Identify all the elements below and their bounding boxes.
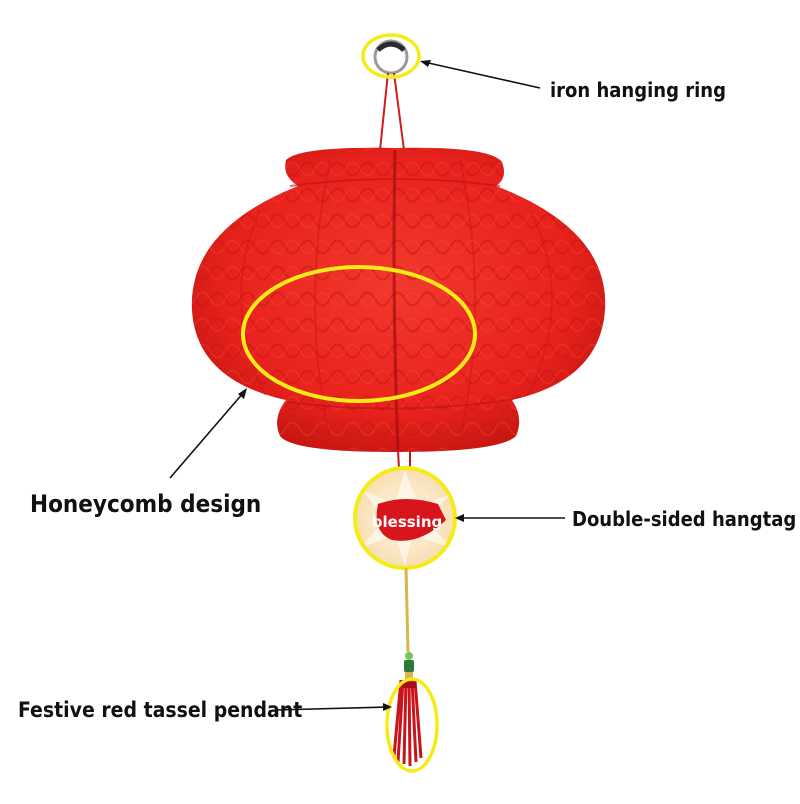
honeycomb-highlight: [241, 265, 477, 403]
honeycomb-arrow: [169, 388, 247, 479]
hangtag-arrow: [455, 514, 565, 522]
tassel-arrow: [274, 703, 392, 711]
hangtag-text: blessing: [372, 513, 442, 531]
tassel-label: Festive red tassel pendant: [18, 698, 303, 722]
ring-label: iron hanging ring: [550, 78, 726, 102]
tassel-highlight: [385, 677, 439, 773]
annotation-arrows: [169, 60, 565, 711]
ring-highlight: [361, 33, 421, 79]
ring-arrow: [420, 60, 541, 89]
paper-lantern: [191, 147, 606, 452]
honeycomb-label: Honeycomb design: [30, 490, 262, 518]
hangtag-label: Double-sided hangtag: [572, 507, 797, 531]
red-tassel: [392, 679, 423, 767]
top-cord: [379, 72, 405, 151]
iron-ring: [373, 39, 409, 75]
gold-cord: [404, 567, 414, 680]
